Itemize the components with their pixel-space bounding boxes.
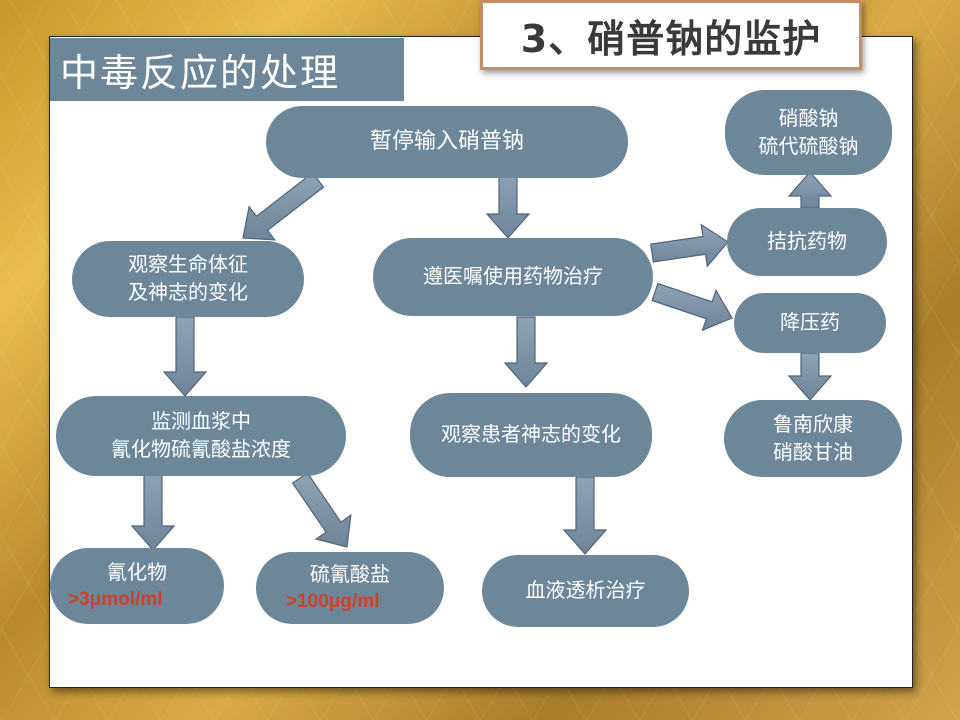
node-antidote-line-1: 硝酸钠 [778,105,839,130]
node-antihypertensive-text: 降压药 [780,310,840,335]
node-other-drugs-line-1: 鲁南欣康 [773,411,853,436]
node-cyanide-text: 氰化物 [107,560,167,585]
node-monitor-plasma: 监测血浆中 氰化物硫氰酸盐浓度 [56,396,346,476]
node-monitor-plasma-line-2: 氰化物硫氰酸盐浓度 [111,437,291,461]
section-subtitle-text: 中毒反应的处理 [60,51,341,95]
node-other-drugs-line-2: 硝酸甘油 [773,439,853,464]
node-other-drugs: 鲁南欣康 硝酸甘油 [724,400,902,477]
node-dialysis: 血液透析治疗 [482,555,689,627]
node-cyanide: 氰化物 >3μmol/ml [50,548,224,624]
node-antagonist: 拮抗药物 [727,208,887,276]
node-thiocyanate-text: 硫氰酸盐 [310,562,390,587]
node-observe-mind: 观察患者神志的变化 [410,393,652,477]
node-pause-infusion: 暂停输入硝普钠 [266,106,628,178]
page-title-text: 3、硝普钠的监护 [520,16,822,61]
node-cyanide-threshold: >3μmol/ml [68,588,163,610]
node-monitor-plasma-line-1: 监测血浆中 [151,409,251,434]
node-observe-vitals-line-1: 观察生命体征 [128,252,248,277]
page-title: 3、硝普钠的监护 [480,0,862,70]
node-antidote-line-2: 硫代硫酸钠 [758,133,859,158]
node-antagonist-text: 拮抗药物 [767,229,847,254]
node-antihypertensive: 降压药 [734,293,886,353]
node-observe-mind-text: 观察患者神志的变化 [441,422,621,447]
node-antidote: 硝酸钠 硫代硫酸钠 [725,90,892,175]
node-follow-orders-text: 遵医嘱使用药物治疗 [423,264,603,289]
node-observe-vitals: 观察生命体征 及神志的变化 [72,241,304,317]
node-thiocyanate-threshold: >100μg/ml [286,590,380,612]
node-dialysis-text: 血液透析治疗 [525,578,646,603]
node-pause-infusion-text: 暂停输入硝普钠 [369,128,524,154]
node-follow-orders: 遵医嘱使用药物治疗 [373,238,653,316]
node-thiocyanate: 硫氰酸盐 >100μg/ml [256,552,444,624]
node-observe-vitals-line-2: 及神志的变化 [128,280,248,304]
section-subtitle: 中毒反应的处理 [50,38,404,101]
